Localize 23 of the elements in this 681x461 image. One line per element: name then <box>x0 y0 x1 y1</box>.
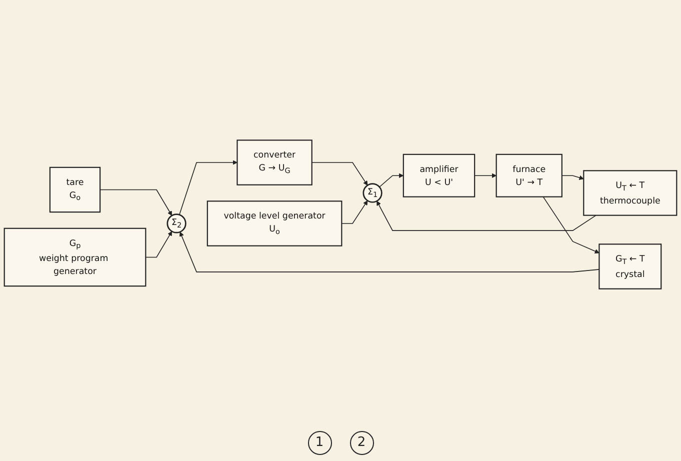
node-box: G$_{p}$ weight program generator <box>4 228 146 287</box>
arrow <box>542 196 600 254</box>
arrow <box>474 173 497 178</box>
arrow <box>145 231 172 258</box>
node-box: G$_{T}$ ← T crystal <box>598 244 662 290</box>
node-box: amplifier U < U' <box>402 154 476 198</box>
arrow <box>179 232 600 272</box>
node-box: U$_{T}$ ← T thermocouple <box>583 170 678 216</box>
node-circle: Σ$_{1}$ <box>362 183 382 203</box>
node-box: furnace U' → T <box>496 154 562 198</box>
arrow <box>311 162 368 186</box>
loop-number: 1 <box>308 431 332 455</box>
arrow <box>376 200 596 231</box>
loop-number: 2 <box>350 431 374 455</box>
node-circle: Σ$_{2}$ <box>166 214 186 234</box>
arrow <box>379 173 404 188</box>
arrow <box>178 160 238 216</box>
arrow <box>100 189 172 216</box>
node-box: converter G → U$_{G}$ <box>236 140 312 186</box>
arrow <box>562 175 584 180</box>
node-box: voltage level generator U$_{o}$ <box>206 200 342 246</box>
arrow <box>341 200 368 224</box>
node-box: tare G$_{o}$ <box>49 166 101 213</box>
